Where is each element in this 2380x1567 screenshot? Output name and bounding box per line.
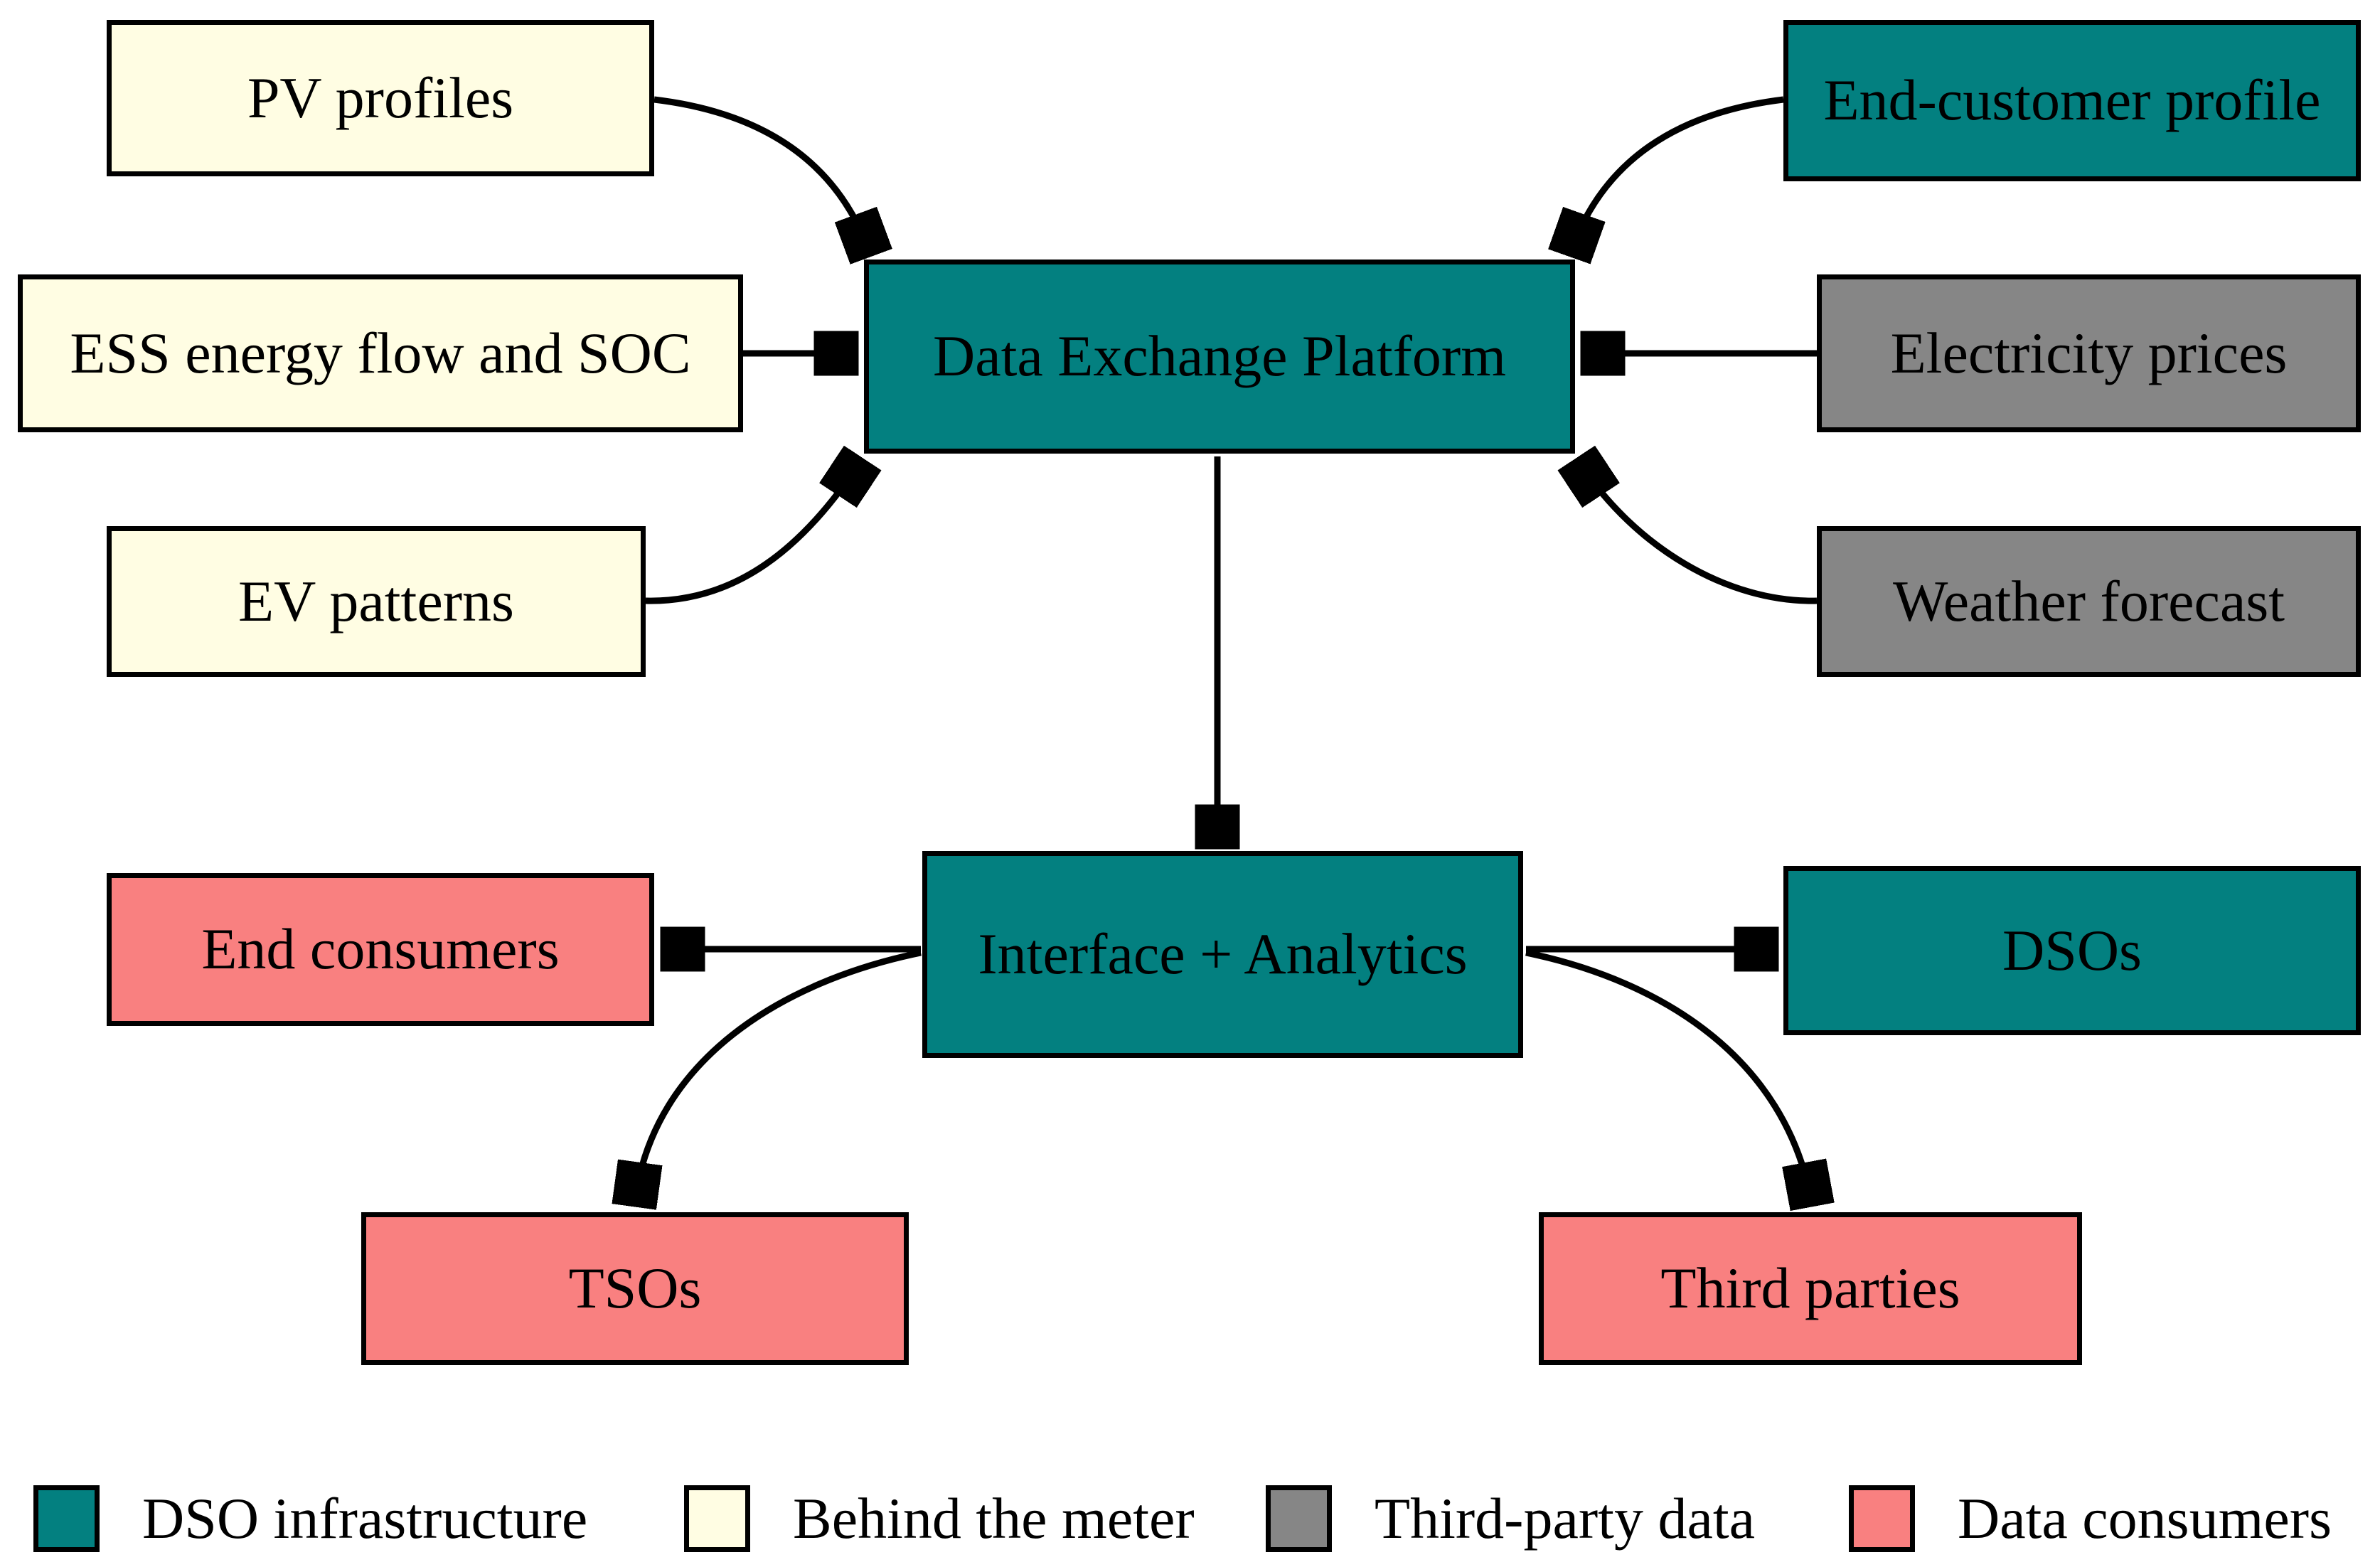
node-pv-profiles: PV profiles	[107, 20, 654, 176]
node-end-consumers: End consumers	[107, 873, 654, 1026]
node-interface-analytics: Interface + Analytics	[922, 851, 1523, 1058]
legend-label-data-consumers: Data consumers	[1958, 1486, 2332, 1551]
legend-swatch-third-party-data	[1266, 1485, 1332, 1552]
node-tsos: TSOs	[361, 1212, 909, 1365]
legend-item-data-consumers: Data consumers	[1849, 1485, 2332, 1552]
node-weather-forecast: Weather forecast	[1817, 526, 2361, 677]
legend-swatch-data-consumers	[1849, 1485, 1915, 1552]
legend-label-behind-the-meter: Behind the meter	[793, 1486, 1195, 1551]
node-end-customer-profile: End-customer profile	[1783, 20, 2361, 181]
edge-pv-to-dep	[653, 96, 869, 250]
node-third-parties: Third parties	[1539, 1212, 2082, 1365]
legend-label-dso-infrastructure: DSO infrastructure	[142, 1486, 588, 1551]
legend-item-dso-infrastructure: DSO infrastructure	[33, 1485, 587, 1552]
node-ev-patterns: EV patterns	[107, 526, 646, 677]
node-data-exchange-platform: Data Exchange Platform	[864, 260, 1575, 454]
edge-ecp-to-dep	[1571, 96, 1784, 250]
legend-item-third-party-data: Third-party data	[1266, 1485, 1755, 1552]
edge-wf-to-dep	[1580, 464, 1818, 604]
edge-ia-to-tsos	[635, 949, 922, 1200]
legend-swatch-behind-the-meter	[684, 1485, 750, 1552]
node-electricity-prices: Electricity prices	[1817, 274, 2361, 432]
edge-ev-to-dep	[645, 464, 859, 604]
node-ess-energy-flow-soc: ESS energy flow and SOC	[18, 274, 743, 432]
node-dsos: DSOs	[1783, 866, 2361, 1035]
legend-label-third-party-data: Third-party data	[1375, 1486, 1756, 1551]
edge-ia-to-tp	[1525, 949, 1811, 1200]
legend-swatch-dso-infrastructure	[33, 1485, 100, 1552]
legend-item-behind-the-meter: Behind the meter	[684, 1485, 1195, 1552]
